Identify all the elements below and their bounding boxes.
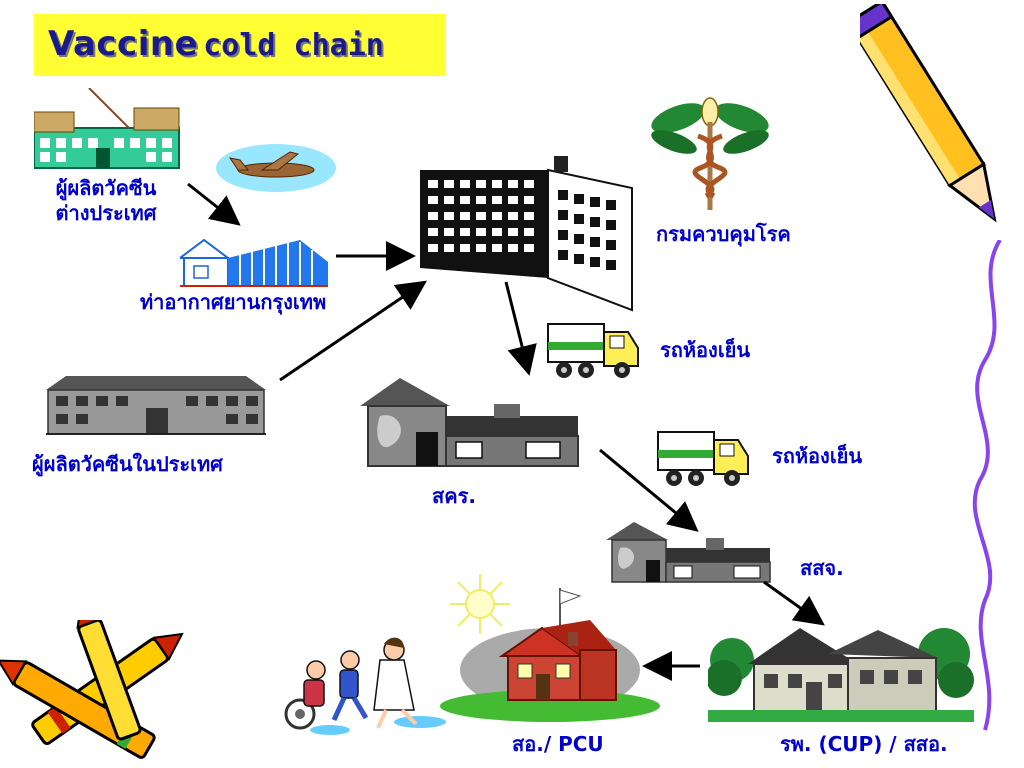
house-icon bbox=[360, 378, 579, 467]
health-center-icon bbox=[440, 574, 660, 722]
label-odpc: สคร. bbox=[432, 484, 476, 508]
crayons-icon bbox=[0, 620, 184, 759]
tall-building-icon bbox=[420, 156, 633, 312]
pencil-icon bbox=[860, 4, 997, 223]
factory-icon bbox=[34, 88, 180, 169]
label-provincial-health: สสจ. bbox=[800, 556, 844, 580]
domestic-factory-icon bbox=[46, 376, 266, 435]
label-hospital-cup: รพ. (CUP) / สสอ. bbox=[780, 732, 948, 756]
truck-icon bbox=[547, 323, 639, 378]
title-vaccine: Vaccine bbox=[48, 24, 199, 64]
title-box: Vaccine cold chain bbox=[34, 14, 446, 76]
label-refrigerated-truck-1: รถห้องเย็น bbox=[660, 338, 751, 362]
hospital-house-icon bbox=[708, 628, 974, 722]
label-refrigerated-truck-2: รถห้องเย็น bbox=[772, 444, 863, 468]
airplane-icon bbox=[216, 144, 336, 192]
small-house-icon bbox=[606, 522, 771, 583]
truck-icon-2 bbox=[657, 431, 749, 486]
warehouse-icon bbox=[180, 238, 328, 287]
decorative-wave-line bbox=[972, 240, 1002, 731]
label-foreign-manufacturer: ผู้ผลิตวัคซีน ต่างประเทศ bbox=[55, 176, 157, 225]
family-icon bbox=[284, 637, 446, 735]
label-health-center-pcu: สอ./ PCU bbox=[512, 732, 604, 756]
title-cold-chain: cold chain bbox=[203, 28, 384, 63]
label-airport: ท่าอากาศยานกรุงเทพ bbox=[140, 290, 327, 314]
label-dept-disease-control: กรมควบคุมโรค bbox=[656, 222, 791, 246]
caduceus-icon bbox=[651, 97, 769, 210]
label-domestic-manufacturer: ผู้ผลิตวัคซีนในประเทศ bbox=[32, 452, 223, 476]
